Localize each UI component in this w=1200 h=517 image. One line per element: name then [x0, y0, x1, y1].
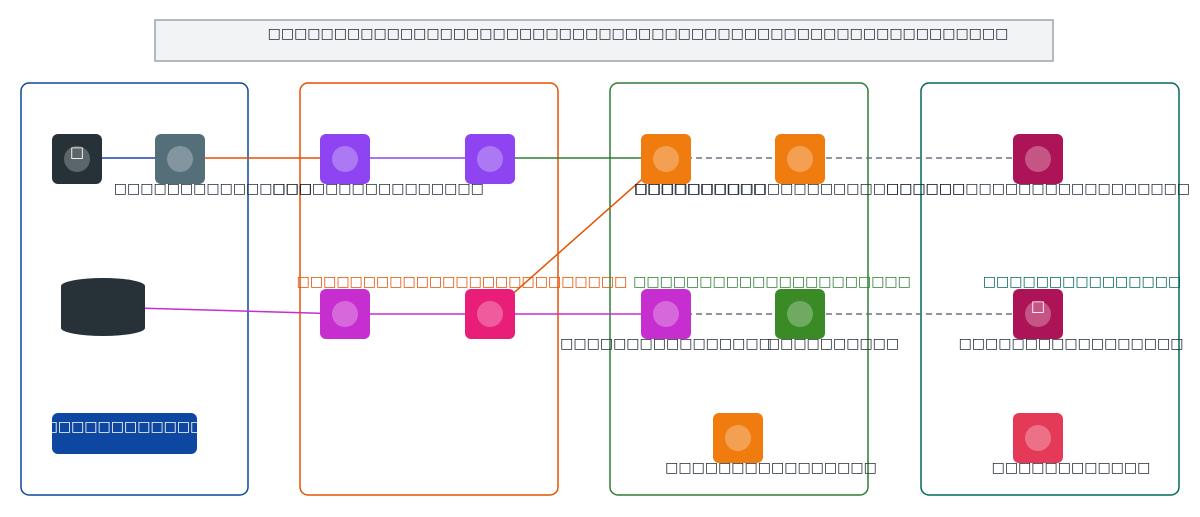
service-node-box	[775, 289, 825, 339]
group-label-output: □□□□□□□□□□□□□□□	[983, 274, 1181, 290]
edge-transform-to-analyzer	[489, 157, 667, 315]
group-label-analysis: □□□□□□□□□□□□□□□□□□□□□	[633, 274, 911, 290]
circle-icon	[332, 146, 358, 172]
service-node[interactable]: □□□□□□□□□□□□□□□□□□	[959, 289, 1184, 352]
service-node-label: □□□□□□□□□□□□□□□□	[560, 336, 772, 352]
source-node[interactable]: □	[52, 134, 102, 184]
service-node[interactable]: □□□□□□□□□□□□□□□	[114, 134, 312, 197]
circle-icon	[787, 301, 813, 327]
database-icon[interactable]	[61, 278, 145, 336]
source-node-glyph: □	[70, 143, 84, 161]
service-node-box	[320, 289, 370, 339]
service-node[interactable]: □□□□□□□□□□	[767, 289, 899, 352]
circle-icon	[477, 301, 503, 327]
circle-icon	[1025, 146, 1051, 172]
title-box	[154, 19, 1054, 62]
service-node[interactable]: □□□□□□□□□□□□□□□□	[560, 289, 772, 352]
lane-analysis	[609, 82, 869, 496]
service-node-box	[320, 134, 370, 184]
service-node[interactable]: □□□□□□□□□□□□□□□□□□□□□□□□□	[635, 134, 966, 197]
service-node-label: □□□□□□□□□□□□□□□□□□□□□□□□□	[635, 181, 966, 197]
service-node-box	[641, 289, 691, 339]
service-node[interactable]	[465, 289, 515, 339]
square-glyph-icon	[1025, 301, 1051, 327]
service-node-box	[1013, 134, 1063, 184]
circle-icon	[167, 146, 193, 172]
circle-icon	[1025, 425, 1051, 451]
service-node-label: □□□□□□□□□□□□□□□□	[272, 181, 484, 197]
service-node-label: □□□□□□□□□□□□□□□	[114, 181, 312, 197]
circle-icon	[653, 146, 679, 172]
service-node-box	[775, 134, 825, 184]
service-node[interactable]	[465, 134, 515, 184]
source-action-button[interactable]: □□□□□□□□□□□□	[45, 413, 204, 454]
service-node-box	[1013, 413, 1063, 463]
service-node-box	[465, 134, 515, 184]
circle-icon	[332, 301, 358, 327]
service-node-label: □□□□□□□□□□	[767, 336, 899, 352]
node-layer: □□□□□□□□□□□□□□□□□□□□□□□□□□□□□□□□□□□□□□□□…	[114, 134, 1190, 476]
diagram-title: □□□□□□□□□□□□□□□□□□□□□□□□□□□□□□□□□□□□□□□□…	[268, 26, 1009, 42]
service-node[interactable]	[320, 289, 370, 339]
node-glyph: □	[1031, 297, 1045, 315]
service-node[interactable]: □□□□□□□□□□□□	[992, 413, 1151, 476]
circle-icon	[725, 425, 751, 451]
service-node[interactable]: □□□□□□□□□□□□□□□□	[272, 134, 484, 197]
circle-icon	[477, 146, 503, 172]
lane-processing	[299, 82, 559, 496]
source-action-button-label: □□□□□□□□□□□□	[45, 419, 204, 435]
service-node-box	[155, 134, 205, 184]
service-node[interactable]: □□□□□□□□□□□□□□□□□□□□□□□	[886, 134, 1190, 197]
service-node-label: □□□□□□□□□□□□□□□□□	[959, 336, 1184, 352]
service-node-box	[1013, 289, 1063, 339]
service-node-box	[641, 134, 691, 184]
circle-icon	[653, 301, 679, 327]
service-node[interactable]: □□□□□□□□□□	[634, 134, 766, 197]
service-node-label: □□□□□□□□□□	[634, 181, 766, 197]
lane-source	[20, 82, 249, 496]
service-node[interactable]: □□□□□□□□□□□□□□□□	[665, 413, 877, 476]
service-node-label: □□□□□□□□□□□□	[992, 460, 1151, 476]
circle-icon	[787, 146, 813, 172]
group-label-processing: □□□□□□□□□□□□□□□□□□□□□□□□□	[297, 274, 628, 290]
lane-output	[920, 82, 1180, 496]
service-node-label: □□□□□□□□□□□□□□□□	[665, 460, 877, 476]
service-node-box	[465, 289, 515, 339]
service-node-label: □□□□□□□□□□□□□□□□□□□□□□□	[886, 181, 1190, 197]
service-node-box	[713, 413, 763, 463]
